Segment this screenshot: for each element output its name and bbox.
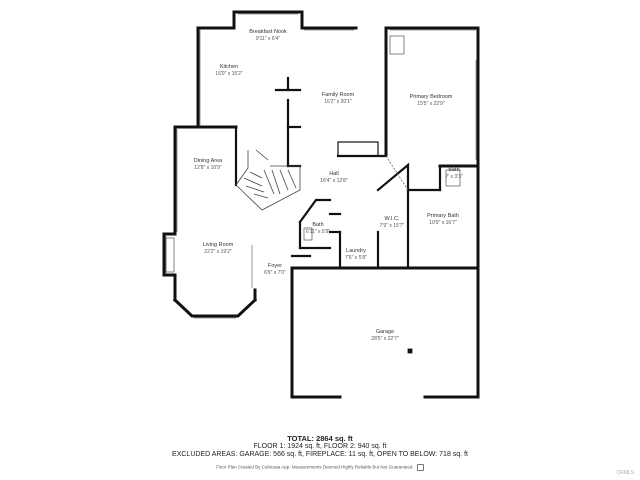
total-area: TOTAL: 2864 sq. ft	[287, 434, 353, 443]
watermark: CRMLS	[616, 470, 634, 476]
room-label-laundry: Laundry 7'6" x 5'8"	[345, 248, 367, 261]
room-label-dining-area: Dining Area 12'8" x 10'9"	[194, 158, 222, 171]
excluded-areas: EXCLUDED AREAS: GARAGE: 566 sq. ft, FIRE…	[172, 451, 468, 458]
room-name: Hall	[329, 171, 339, 177]
room-name: Bath	[312, 222, 324, 228]
room-name: Primary Bedroom	[409, 94, 453, 100]
room-name: Kitchen	[219, 64, 239, 70]
exterior-walls	[162, 10, 480, 399]
room-name: Garage	[375, 329, 395, 335]
room-dims: 7'9" x 15'7"	[379, 222, 405, 229]
floor-areas: FLOOR 1: 1924 sq. ft, FLOOR 2: 940 sq. f…	[253, 443, 387, 450]
room-name: Bath	[448, 167, 460, 173]
staircase	[235, 149, 301, 211]
room-dims: 15'5" x 22'9"	[417, 100, 445, 107]
room-label-primary-bedroom: Primary Bedroom 15'5" x 22'9"	[410, 94, 453, 107]
room-label-kitchen: Kitchen 16'0" x 15'2"	[215, 64, 242, 77]
room-label-wic: W.I.C. 7'9" x 15'7"	[380, 216, 405, 229]
room-label-bath-small: Bath 7' x 3'3"	[445, 167, 462, 180]
room-label-hall: Hall 16'4" x 12'8"	[320, 171, 347, 184]
room-label-garage: Garage 28'5" x 22'7"	[371, 329, 398, 342]
credit-text: Floor Plan Created By Cubicasa App. Meas…	[216, 464, 414, 470]
room-label-bath-hall: Bath 6'11" x 5'9"	[306, 222, 330, 235]
room-dims: 12'8" x 10'9"	[194, 164, 222, 171]
room-name: Family Room	[321, 92, 355, 98]
room-dims: 28'5" x 22'7"	[371, 335, 399, 342]
room-dims: 7'6" x 5'8"	[345, 254, 367, 261]
room-dims: 16'2" x 20'1"	[324, 98, 352, 105]
room-label-breakfast-nook: Breakfast Nook 9'11" x 6'4"	[249, 29, 287, 42]
area-summary: TOTAL: 2864 sq. ft FLOOR 1: 1924 sq. ft,…	[0, 435, 640, 459]
room-label-primary-bath: Primary Bath 10'9" x 16'7"	[427, 213, 459, 226]
cubicasa-logo-icon	[416, 464, 424, 471]
room-dims: 9'11" x 6'4"	[255, 35, 281, 42]
room-name: Dining Area	[193, 158, 223, 164]
room-dims: 10'9" x 16'7"	[429, 219, 457, 226]
windows	[165, 13, 477, 319]
room-name: Breakfast Nook	[249, 29, 287, 35]
credit-line: Floor Plan Created By Cubicasa App. Meas…	[0, 464, 640, 471]
room-name: Primary Bath	[427, 213, 459, 219]
room-name: Laundry	[346, 248, 366, 254]
room-name: W.I.C.	[384, 216, 400, 222]
fixtures	[165, 35, 461, 354]
room-name: Foyer	[267, 263, 283, 269]
room-label-living-room: Living Room 22'2" x 19'2"	[203, 242, 234, 255]
room-label-family-room: Family Room 16'2" x 20'1"	[322, 92, 354, 105]
room-name: Living Room	[202, 242, 234, 248]
room-dims: 6'11" x 5'9"	[305, 228, 331, 235]
room-dims: 16'4" x 12'8"	[320, 177, 348, 184]
room-label-foyer: Foyer 6'9" x 7'0"	[264, 263, 286, 276]
room-dims: 6'9" x 7'0"	[264, 269, 286, 276]
room-dims: 22'2" x 19'2"	[204, 248, 232, 255]
room-dims: 16'0" x 15'2"	[215, 70, 243, 77]
room-dims: 7' x 3'3"	[445, 173, 463, 180]
